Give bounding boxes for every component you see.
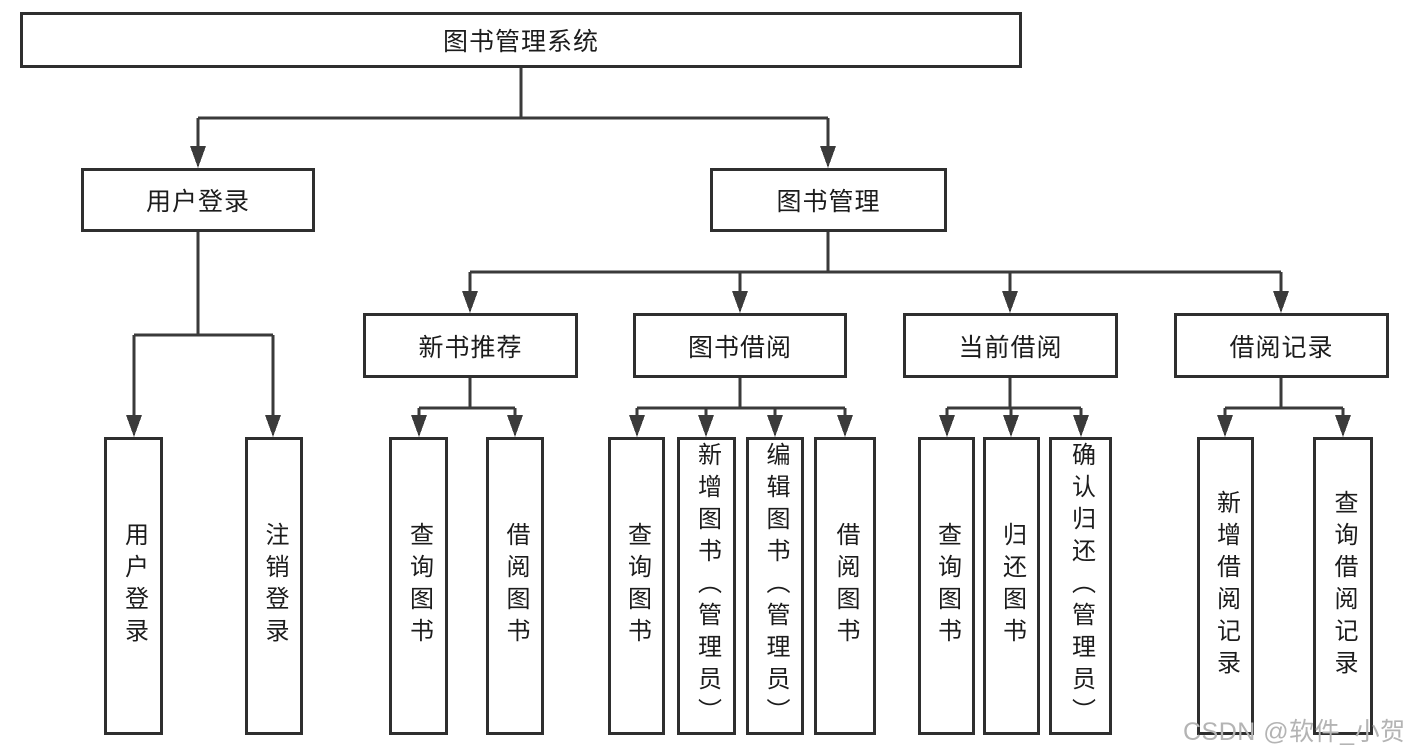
watermark: CSDN @软件_小贺同学 [1183, 718, 1405, 746]
connector-current-borrow-to-leaves [939, 378, 1089, 437]
node-leaf-borrow-books: 借阅图书 [814, 437, 876, 735]
node-book-borrowing: 图书借阅 [633, 313, 847, 378]
node-current-borrowing: 当前借阅 [903, 313, 1118, 378]
node-root: 图书管理系统 [20, 12, 1022, 68]
node-leaf-logout: 注销登录 [245, 437, 303, 735]
connector-borrow-records-to-leaves [1217, 378, 1351, 437]
node-leaf-borrow-books-recommend: 借阅图书 [486, 437, 544, 735]
node-leaf-query-books-recommend: 查询图书 [389, 437, 448, 735]
node-leaf-query-borrow-record: 查询借阅记录 [1313, 437, 1373, 735]
node-book-management: 图书管理 [710, 168, 947, 232]
connector-new-books-to-leaves [411, 378, 523, 437]
node-leaf-query-books-borrow: 查询图书 [608, 437, 665, 735]
node-borrowing-records: 借阅记录 [1174, 313, 1389, 378]
connector-book-borrow-to-leaves [629, 378, 853, 437]
node-leaf-user-login: 用户登录 [104, 437, 163, 735]
node-leaf-add-books-admin: 新增图书（管理员） [677, 437, 736, 735]
node-leaf-return-books: 归还图书 [983, 437, 1040, 735]
node-leaf-query-books-current: 查询图书 [918, 437, 975, 735]
connector-user-login-to-leaves [126, 232, 281, 437]
connector-root-to-level2 [190, 68, 836, 168]
node-new-book-recommendation: 新书推荐 [363, 313, 578, 378]
node-leaf-confirm-return-admin: 确认归还（管理员） [1049, 437, 1112, 735]
node-leaf-edit-books-admin: 编辑图书（管理员） [746, 437, 804, 735]
node-leaf-add-borrow-record: 新增借阅记录 [1197, 437, 1254, 735]
connector-book-mgmt-to-level3 [462, 232, 1289, 313]
node-user-login: 用户登录 [81, 168, 315, 232]
